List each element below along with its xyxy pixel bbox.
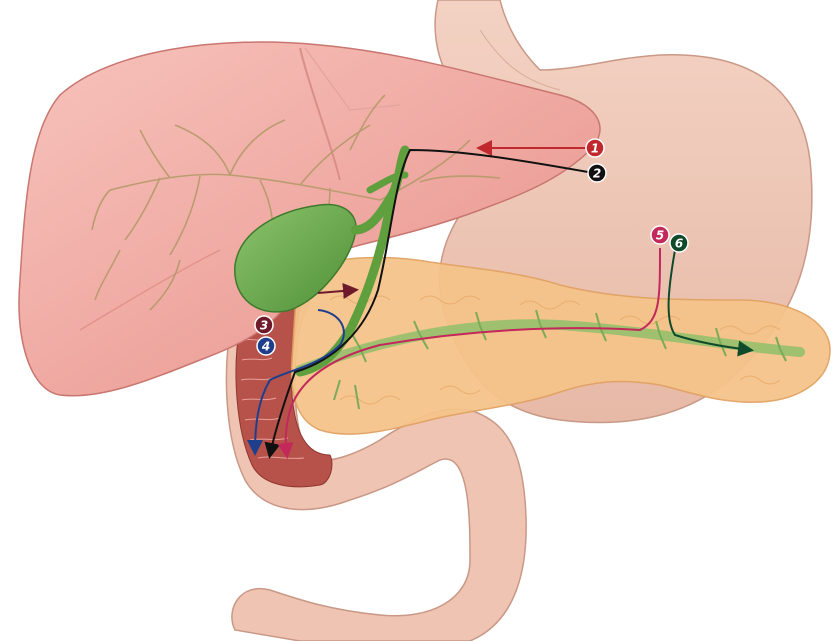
path-3 [317, 282, 359, 299]
marker-1: 1 [585, 138, 605, 158]
marker-6-circle [669, 233, 689, 253]
marker-2: 2 [587, 163, 607, 183]
marker-5-label: 5 [656, 229, 664, 243]
marker-4-label: 4 [261, 340, 270, 354]
path-6 [667, 249, 754, 357]
marker-3-label: 3 [260, 319, 268, 333]
gallbladder [234, 145, 410, 377]
marker-4-circle [256, 336, 276, 356]
marker-1-circle [585, 138, 605, 158]
marker-2-label: 2 [593, 167, 601, 181]
marker-2-circle [587, 163, 607, 183]
marker-3-circle [254, 315, 274, 335]
path-2 [264, 148, 589, 459]
path-4 [247, 309, 345, 456]
marker-4: 4 [256, 336, 276, 356]
marker-3: 3 [254, 315, 274, 335]
marker-5-circle [650, 225, 670, 245]
marker-6-label: 6 [675, 237, 683, 251]
path-5 [277, 247, 661, 459]
marker-6: 6 [669, 233, 689, 253]
marker-1-label: 1 [591, 142, 599, 156]
marker-5: 5 [650, 225, 670, 245]
flow-paths [247, 140, 754, 459]
